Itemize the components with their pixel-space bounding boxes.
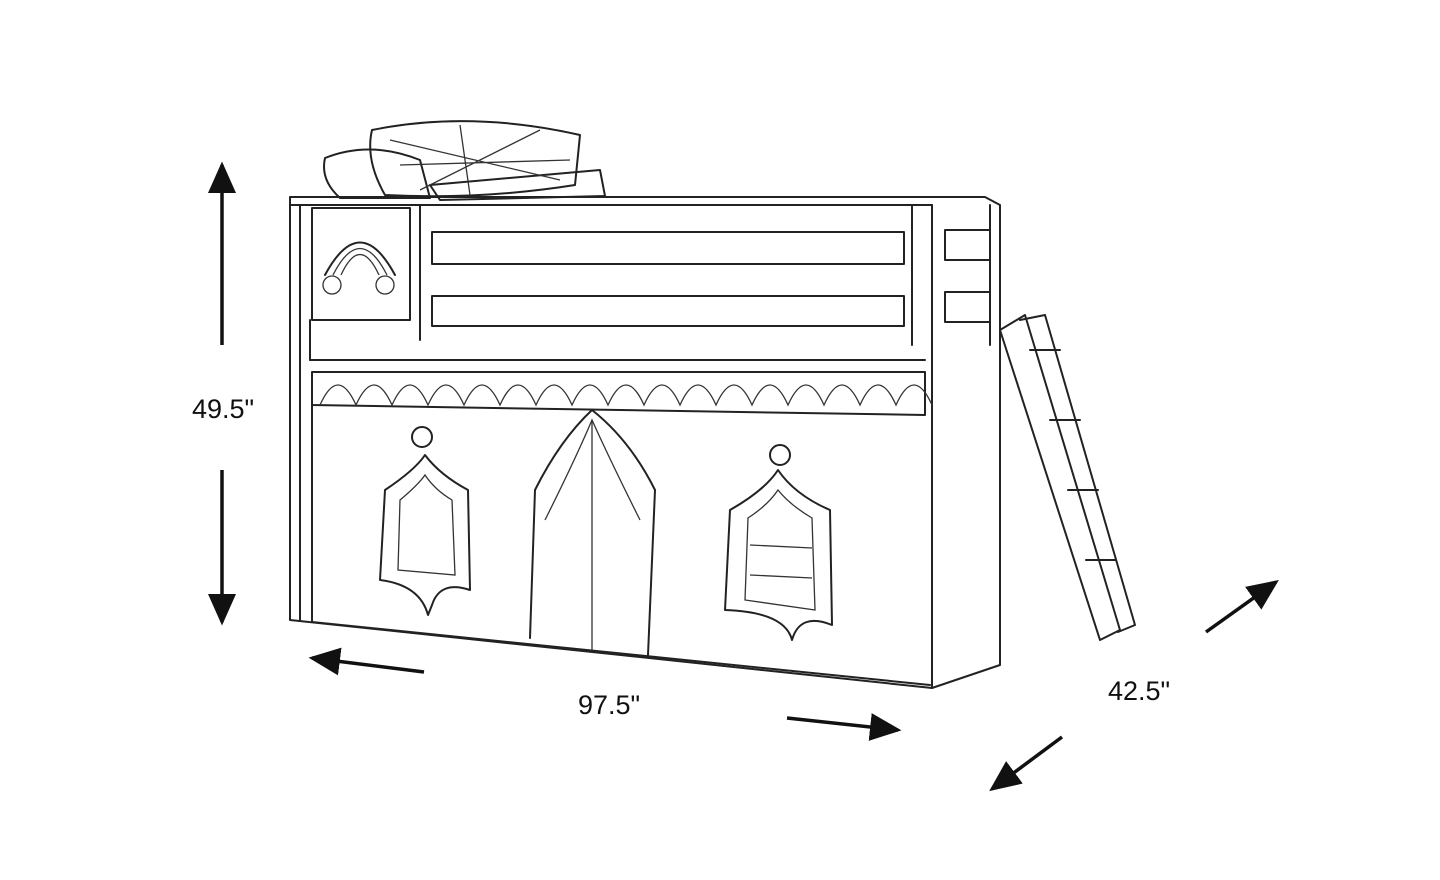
depth-dimension-label: 42.5" [1108, 676, 1171, 706]
width-arrows [308, 647, 902, 741]
pillows [323, 120, 606, 201]
width-dimension-label: 97.5" [578, 690, 641, 720]
height-dimension-label: 49.5" [192, 394, 255, 424]
tent-curtain [311, 371, 933, 686]
depth-arrows [989, 579, 1279, 792]
bed-frame [289, 196, 1136, 689]
